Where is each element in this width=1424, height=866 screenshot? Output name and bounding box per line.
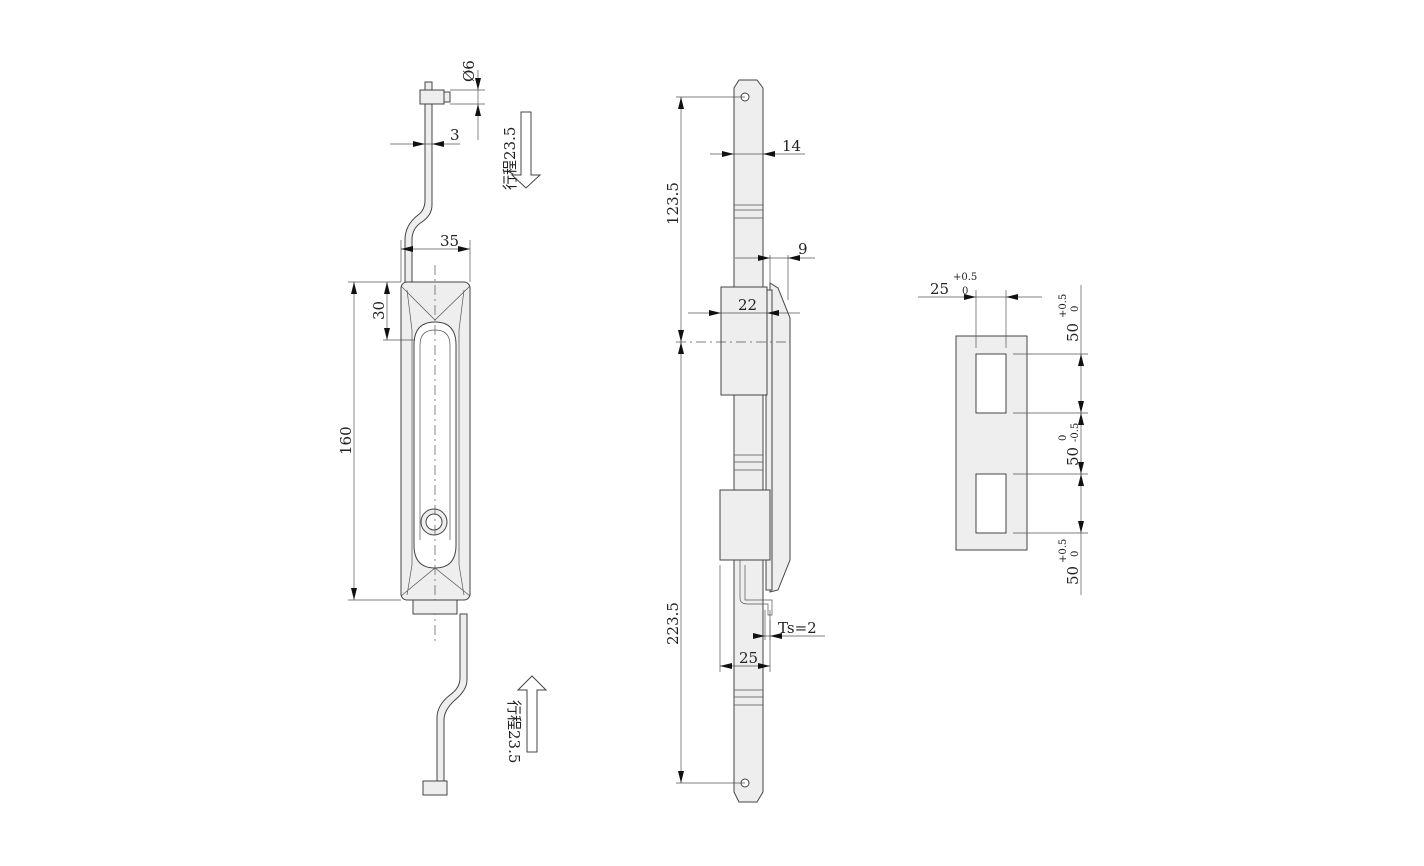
bottom-tol-lower: 0	[1070, 551, 1081, 557]
dim-arrows	[722, 151, 775, 157]
side-handle	[769, 282, 791, 593]
handle-bottom-boss	[412, 599, 458, 615]
top-height-label: 50	[1064, 323, 1082, 342]
handle-width-label: 35	[440, 232, 459, 250]
dim-arrows	[384, 282, 390, 340]
ext-lines	[1013, 353, 1088, 534]
upper-block	[720, 286, 768, 396]
lower-length-label: 223.5	[664, 602, 682, 645]
bottom-tol-upper: +0.5	[1058, 539, 1069, 563]
dim-arrows	[964, 294, 1018, 300]
width-tol-upper: +0.5	[953, 272, 977, 283]
bottom-pin	[422, 780, 448, 796]
handle-height-label: 160	[337, 426, 355, 455]
base-depth-label: 25	[739, 649, 758, 667]
bottom-height-label: 50	[1064, 566, 1082, 585]
top-pin	[419, 89, 445, 105]
key-cylinder	[425, 513, 443, 531]
dim-arrows	[413, 141, 444, 147]
upper-length-label: 123.5	[664, 182, 682, 225]
side-hook	[739, 560, 773, 616]
bottom-rod	[436, 613, 468, 796]
stroke-up-arrow-icon	[516, 675, 548, 753]
handle-depth-label: 9	[798, 240, 808, 258]
top-pin-tip	[443, 91, 451, 103]
panel-thickness-label: Ts=2	[778, 619, 817, 637]
block-width-label: 22	[738, 296, 757, 314]
width-tol-lower: 0	[962, 286, 968, 297]
lower-cutout	[975, 473, 1007, 534]
stroke-top-label: 行程23.5	[501, 127, 519, 190]
cutout-view: 25 +0.5 0 50 +0.5 0 50 0 -0.5 50 +0.5 0	[918, 272, 1088, 595]
top-rod	[404, 81, 433, 283]
dim-arrows	[720, 663, 770, 669]
dim-arrows	[758, 255, 800, 261]
front-view: Ø6 3 行程23.5 35 30 160 行程23.5	[337, 60, 548, 796]
rod-thickness-label: 3	[450, 126, 460, 144]
stroke-bottom-label: 行程23.5	[505, 700, 523, 763]
upper-cutout	[975, 353, 1007, 414]
side-view: 123.5 223.5 14 9 22 Ts=2 25	[664, 79, 825, 803]
mid-height-label: 50	[1064, 447, 1082, 466]
dim-arrows	[753, 633, 782, 639]
top-offset-label: 30	[370, 301, 388, 320]
lower-block	[719, 489, 771, 561]
top-tol-lower: 0	[1070, 306, 1081, 312]
cutout-width-label: 25	[930, 280, 949, 298]
dim-arrows	[475, 78, 481, 116]
bar-width-label: 14	[782, 137, 801, 155]
latch-bar	[733, 79, 764, 803]
pin-diameter-label: Ø6	[460, 60, 478, 82]
mid-tol-upper: 0	[1058, 435, 1069, 441]
top-tol-upper: +0.5	[1058, 294, 1069, 318]
side-flange	[765, 289, 773, 591]
stroke-down-arrow-icon	[510, 111, 542, 189]
bar-grooves	[734, 204, 763, 706]
mid-tol-lower: -0.5	[1070, 423, 1081, 442]
